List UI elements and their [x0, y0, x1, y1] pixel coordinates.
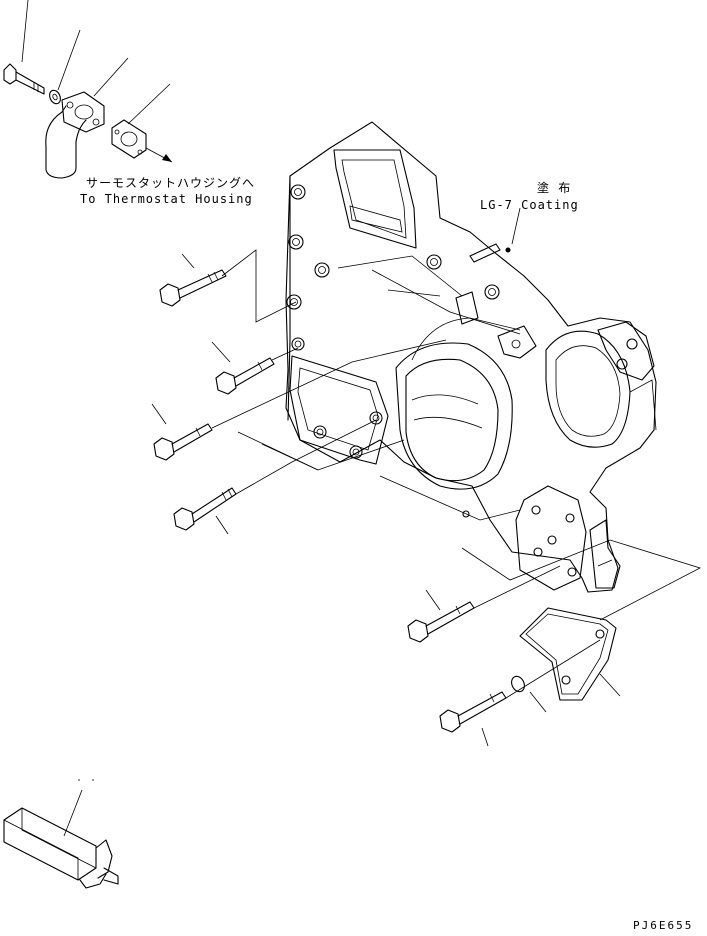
gear-case-cover: [285, 121, 657, 593]
bracket-plate: [519, 607, 617, 701]
top-bolt: [3, 63, 45, 95]
reference-lines: [151, 249, 702, 747]
coating-label-jp: 塗 布: [537, 181, 572, 195]
installation-tool: [3, 779, 119, 889]
bolt-lower-left: [153, 423, 213, 461]
thermostat-label-jp: サーモスタットハウジングへ: [86, 176, 256, 190]
water-elbow: [45, 91, 105, 179]
elbow-gasket: [111, 119, 147, 159]
bolt-middle-left: [215, 357, 275, 395]
thermostat-label-en: To Thermostat Housing: [80, 192, 253, 206]
bolt-upper-left: [159, 269, 227, 307]
bolt-lower-right: [407, 601, 475, 643]
coating-label-en: LG-7 Coating: [480, 198, 579, 212]
drawing-code: PJ6E655: [633, 919, 694, 932]
top-washer: [49, 89, 61, 105]
bolt-bottom: [439, 691, 507, 733]
bolt-long-left: [173, 487, 237, 531]
washer-bottom: [511, 675, 525, 693]
